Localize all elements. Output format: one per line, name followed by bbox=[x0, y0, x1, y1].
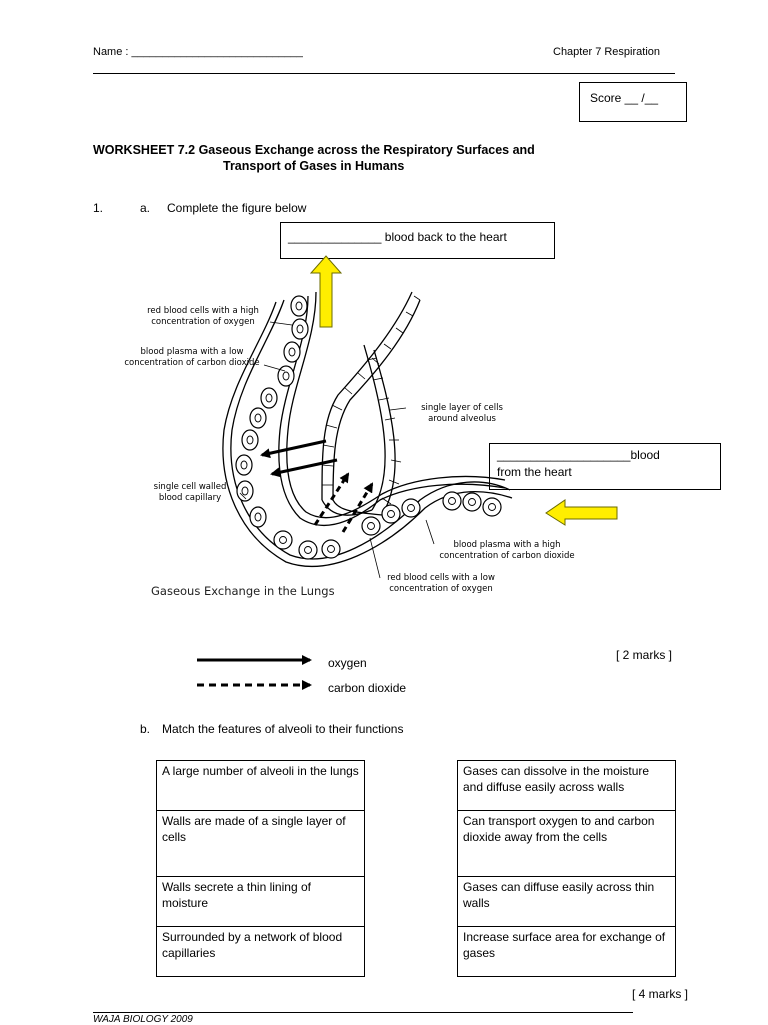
score-box: Score __ /__ bbox=[579, 82, 687, 122]
label-line: around alveolus bbox=[428, 414, 496, 424]
chapter-label: Chapter 7 Respiration bbox=[553, 46, 661, 58]
name-field-label: Name : ____________________________ bbox=[93, 46, 303, 58]
header-divider bbox=[93, 73, 675, 74]
label-line: concentration of carbon dioxide bbox=[439, 551, 575, 561]
label-line: red blood cells with a high bbox=[147, 306, 259, 316]
question-number: 1. bbox=[93, 201, 104, 215]
worksheet-title-line2: Transport of Gases in Humans bbox=[223, 159, 405, 173]
worksheet-title-line1: WORKSHEET 7.2 Gaseous Exchange across th… bbox=[93, 143, 535, 157]
function-cell[interactable]: Can transport oxygen to and carbon dioxi… bbox=[457, 810, 676, 877]
function-cell[interactable]: Gases can dissolve in the moisture and d… bbox=[457, 760, 676, 811]
label-blood-capillary: single cell walled blood capillary bbox=[140, 482, 240, 504]
legend-arrows bbox=[197, 655, 312, 690]
score-text: Score __ /__ bbox=[590, 91, 659, 105]
label-rbc-high-oxygen: red blood cells with a high concentratio… bbox=[133, 306, 273, 328]
function-cell[interactable]: Increase surface area for exchange of ga… bbox=[457, 926, 676, 977]
answer-box-right-line1: ____________________blood bbox=[497, 448, 660, 462]
legend-oxygen-label: oxygen bbox=[328, 656, 367, 670]
label-line: concentration of oxygen bbox=[151, 317, 255, 327]
feature-cell[interactable]: Surrounded by a network of blood capilla… bbox=[156, 926, 365, 977]
footer-text: WAJA BIOLOGY 2009 bbox=[93, 1014, 193, 1025]
marks-part-b: [ 4 marks ] bbox=[632, 987, 689, 1001]
answer-box-right-line2: from the heart bbox=[497, 465, 572, 479]
label-plasma-low-co2: blood plasma with a low concentration of… bbox=[111, 347, 273, 369]
label-plasma-high-co2: blood plasma with a high concentration o… bbox=[432, 540, 582, 562]
feature-cell[interactable]: Walls are made of a single layer of cell… bbox=[156, 810, 365, 877]
label-line: blood capillary bbox=[158, 493, 222, 503]
label-line: single layer of cells bbox=[421, 403, 503, 413]
label-line: red blood cells with a low bbox=[387, 573, 495, 583]
label-rbc-low-oxygen: red blood cells with a low concentration… bbox=[378, 573, 504, 595]
part-a-instruction: Complete the figure below bbox=[167, 201, 307, 215]
label-line: single cell walled bbox=[153, 482, 227, 492]
label-line: concentration of carbon dioxide bbox=[124, 358, 260, 368]
answer-box-top-text: ______________ blood back to the heart bbox=[288, 230, 507, 244]
function-cell[interactable]: Gases can diffuse easily across thin wal… bbox=[457, 876, 676, 927]
part-b-letter: b. bbox=[140, 722, 151, 736]
label-line: blood plasma with a high bbox=[453, 540, 561, 550]
answer-box-right[interactable]: ____________________blood from the heart bbox=[489, 443, 721, 490]
feature-cell[interactable]: A large number of alveoli in the lungs bbox=[156, 760, 365, 811]
marks-part-a: [ 2 marks ] bbox=[616, 648, 673, 662]
feature-cell[interactable]: Walls secrete a thin lining of moisture bbox=[156, 876, 365, 927]
answer-box-top[interactable]: ______________ blood back to the heart bbox=[280, 222, 555, 259]
label-line: blood plasma with a low bbox=[140, 347, 244, 357]
label-single-layer-cells: single layer of cells around alveolus bbox=[407, 403, 517, 425]
part-a-letter: a. bbox=[140, 201, 151, 215]
label-line: concentration of oxygen bbox=[389, 584, 493, 594]
footer-divider bbox=[93, 1012, 633, 1013]
legend-co2-label: carbon dioxide bbox=[328, 681, 407, 695]
part-b-instruction: Match the features of alveoli to their f… bbox=[162, 722, 404, 736]
figure-caption: Gaseous Exchange in the Lungs bbox=[151, 584, 335, 598]
